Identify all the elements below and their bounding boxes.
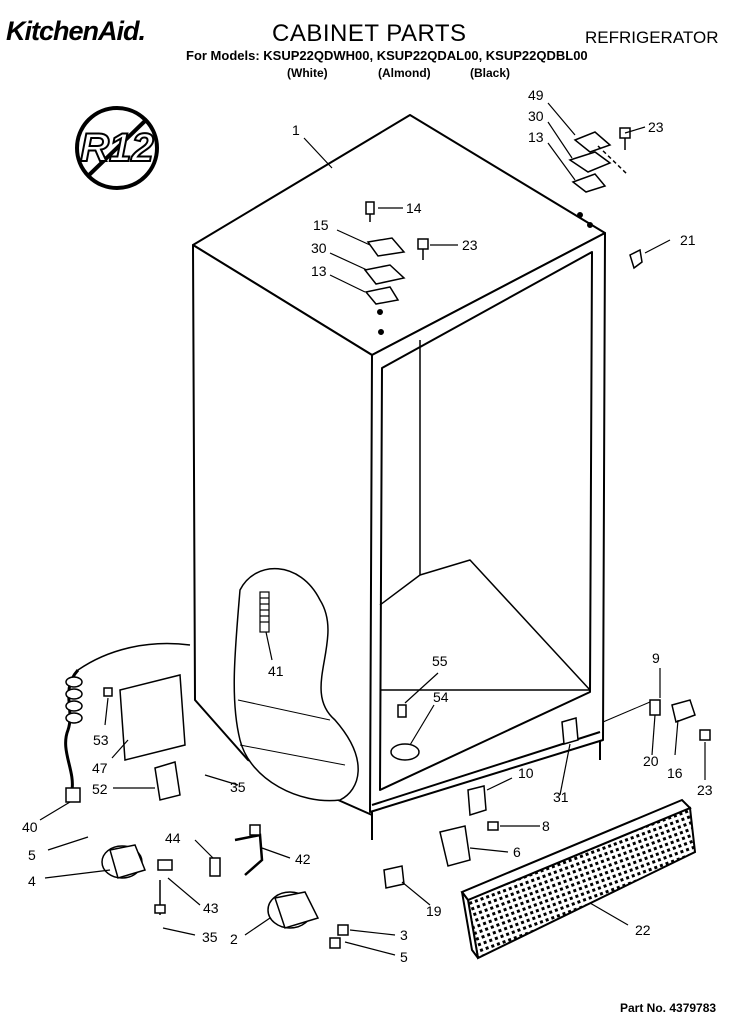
bottom-center-parts — [329, 704, 579, 949]
callout-label: 15 — [313, 217, 329, 233]
callout-label: 21 — [680, 232, 696, 248]
callout-label: 23 — [462, 237, 478, 253]
callout-label: 8 — [542, 818, 550, 834]
hinge-bracket-right — [602, 699, 711, 741]
callout-label: 23 — [648, 119, 664, 135]
callout-label: 41 — [268, 663, 284, 679]
callout-label: 55 — [432, 653, 448, 669]
callout-label: 16 — [667, 765, 683, 781]
callout-label: 5 — [28, 847, 36, 863]
appliance-category: REFRIGERATOR — [585, 28, 719, 47]
callout-label: 13 — [528, 129, 544, 145]
callout-label: 42 — [295, 851, 311, 867]
callout-label: 54 — [433, 689, 449, 705]
r12-badge: R12 — [75, 106, 159, 190]
page-title: CABINET PARTS — [272, 20, 467, 47]
callout-label: 6 — [513, 844, 521, 860]
color-almond: (Almond) — [378, 66, 431, 80]
top-right-hinge-stack — [568, 127, 631, 193]
callout-label: 47 — [92, 760, 108, 776]
heater-coil-part — [259, 591, 270, 633]
callouts: 1 49 30 13 23 14 15 30 23 13 21 9 41 55 … — [22, 87, 713, 965]
callout-label: 4 — [28, 873, 36, 889]
callout-label: 30 — [528, 108, 544, 124]
callout-label: 53 — [93, 732, 109, 748]
callout-label: 9 — [652, 650, 660, 666]
color-white: (White) — [287, 66, 328, 80]
callout-label: 1 — [292, 122, 300, 138]
lower-left-parts — [101, 824, 320, 929]
callout-label: 2 — [230, 931, 238, 947]
callout-label: 35 — [202, 929, 218, 945]
callout-label: 31 — [553, 789, 569, 805]
upper-hinge-stack — [363, 201, 429, 305]
callout-label: 23 — [697, 782, 713, 798]
callout-label: 10 — [518, 765, 534, 781]
base-grille — [460, 798, 697, 960]
leader-lines — [39, 102, 706, 956]
callout-label: 5 — [400, 949, 408, 965]
callout-label: 52 — [92, 781, 108, 797]
callout-label: 19 — [426, 903, 442, 919]
r12-badge-text: R12 — [80, 126, 153, 170]
cord-and-relay — [64, 642, 191, 803]
callout-label: 22 — [635, 922, 651, 938]
callout-label: 43 — [203, 900, 219, 916]
callout-label: 3 — [400, 927, 408, 943]
part-21 — [629, 248, 643, 270]
cabinet-body — [192, 114, 606, 840]
color-black: (Black) — [470, 66, 511, 80]
callout-label: 49 — [528, 87, 544, 103]
callout-label: 20 — [643, 753, 659, 769]
callout-label: 44 — [165, 830, 181, 846]
callout-label: 14 — [406, 200, 422, 216]
callout-label: 30 — [311, 240, 327, 256]
brand-logo: KitchenAid. — [6, 16, 146, 46]
part-number: Part No. 4379783 — [620, 1001, 717, 1015]
callout-label: 35 — [230, 779, 246, 795]
callout-label: 40 — [22, 819, 38, 835]
models-line: For Models: KSUP22QDWH00, KSUP22QDAL00, … — [186, 48, 588, 63]
callout-label: 13 — [311, 263, 327, 279]
